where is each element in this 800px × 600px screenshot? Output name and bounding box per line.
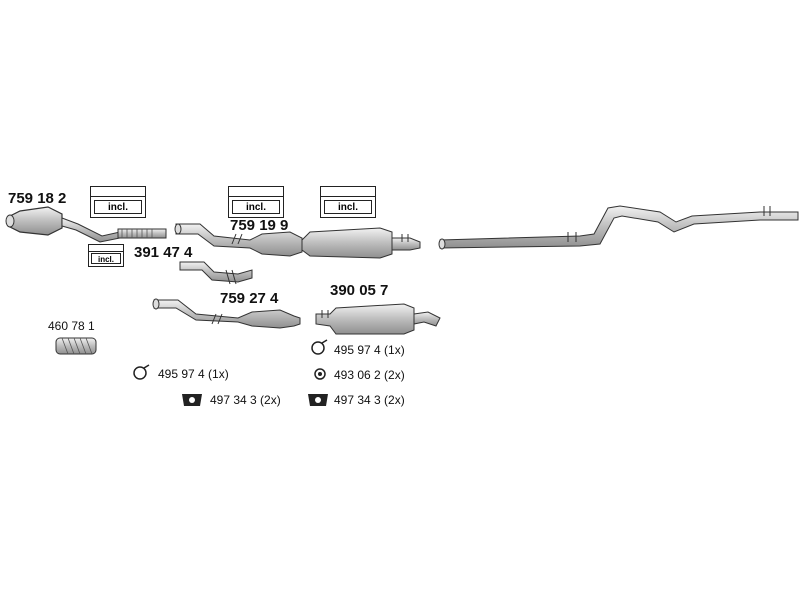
kit-label: incl.: [94, 200, 142, 214]
flex-pipe-section[interactable]: [117, 228, 167, 239]
tail-pipe[interactable]: [438, 205, 799, 250]
kit-label: incl.: [91, 253, 121, 264]
ring-clamp-icon: [311, 339, 328, 355]
hardware-label: 495 97 4 (1x): [158, 367, 229, 381]
center-muffler[interactable]: [301, 227, 421, 259]
hardware-label: 497 34 3 (2x): [334, 393, 405, 407]
gasket-ring-icon: [314, 368, 326, 380]
ring-clamp-icon: [133, 364, 150, 380]
part-number-390057: 390 05 7: [330, 282, 389, 299]
hardware-label: 493 06 2 (2x): [334, 368, 405, 382]
part-number-460781: 460 78 1: [48, 319, 95, 333]
hardware-label: 497 34 3 (2x): [210, 393, 281, 407]
rubber-mount-icon: [308, 394, 328, 406]
catalytic-pipe-759199[interactable]: [174, 223, 303, 257]
rear-muffler-390057[interactable]: [315, 303, 441, 335]
hardware-label: 495 97 4 (1x): [334, 343, 405, 357]
pipe-391474[interactable]: [179, 261, 253, 285]
catalytic-pipe-759274[interactable]: [152, 298, 301, 329]
flex-connector-460781[interactable]: [55, 337, 97, 355]
kit-label: incl.: [324, 200, 372, 214]
part-number-759182: 759 18 2: [8, 190, 67, 207]
part-number-391474: 391 47 4: [134, 244, 193, 261]
part-number-759199: 759 19 9: [230, 217, 289, 234]
rubber-mount-icon: [182, 394, 202, 406]
catalytic-converter-759182[interactable]: [5, 206, 121, 243]
kit-label: incl.: [232, 200, 280, 214]
part-number-759274: 759 27 4: [220, 290, 279, 307]
